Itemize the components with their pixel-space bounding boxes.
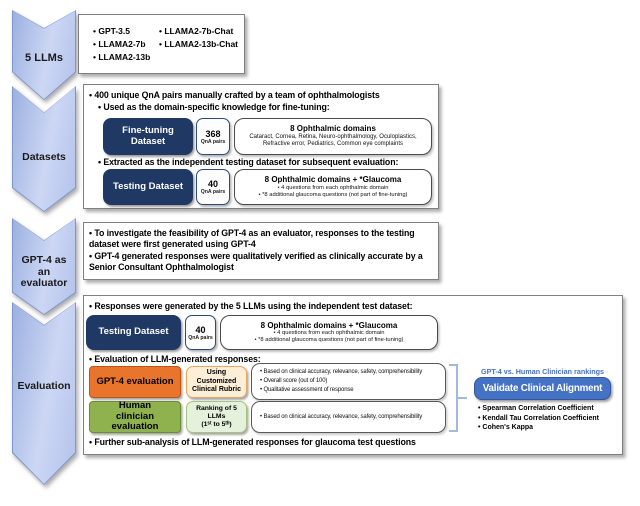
- alignment-metric: Kendall Tau Correlation Coefficient: [478, 414, 599, 424]
- testing-count-pill: 40 QnA pairs: [185, 315, 216, 350]
- qna-unit: QnA pairs: [200, 189, 226, 195]
- testing-domains-box: 8 Ophthalmic domains + *Glaucoma 4 quest…: [234, 169, 432, 205]
- human-clinician-evaluation-tag: Human clinician evaluation: [89, 401, 181, 433]
- rubric-line-1: Using Customized: [196, 369, 237, 385]
- datasets-panel: 400 unique QnA pairs manually crafted by…: [83, 84, 439, 209]
- finetune-domains-box: 8 Ophthalmic domains Cataract, Cornea, R…: [234, 118, 432, 155]
- datasets-testing-bullet: Extracted as the independent testing dat…: [98, 157, 434, 168]
- domains-list: Cataract, Cornea, Retina, Neuro-ophthalm…: [249, 133, 417, 148]
- datasets-main-bullet: 400 unique QnA pairs manually crafted by…: [89, 90, 429, 101]
- stage-chevron-gpt4-evaluator: GPT-4 as an evaluator: [12, 218, 76, 315]
- subanalysis-bullet: Further sub-analysis of LLM-generated re…: [89, 437, 609, 448]
- bracket-icon: [449, 430, 458, 432]
- evaluation-panel: Responses were generated by the 5 LLMs u…: [83, 295, 623, 455]
- gpt4-criteria-box: Based on clinical accuracy, relevance, s…: [251, 363, 446, 400]
- stage-chevron-evaluation: Evaluation: [12, 302, 76, 485]
- llm-item: LLAMA2-13b: [93, 51, 150, 64]
- qna-count: 40: [195, 324, 206, 335]
- human-criteria-box: Based on clinical accuracy, relevance, s…: [251, 401, 446, 433]
- criteria-item: Qualitative assessment of response: [260, 386, 439, 395]
- evaluation-responses-bullet: Responses were generated by the 5 LLMs u…: [89, 301, 609, 312]
- stage-label-5-llms: 5 LLMs: [25, 52, 63, 64]
- criteria-item: Based on clinical accuracy, relevance, s…: [260, 413, 439, 422]
- qna-count: 40: [207, 179, 218, 189]
- llm-item: LLAMA2-13b-Chat: [159, 38, 238, 51]
- testing-dataset-pill: Testing Dataset: [86, 315, 181, 350]
- domains-detail: *8 additional glaucoma questions (not pa…: [255, 337, 403, 344]
- domains-title: 8 Ophthalmic domains: [290, 124, 376, 134]
- stage-chevron-datasets: Datasets: [12, 86, 76, 212]
- clinical-rubric-tag: Using Customized Clinical Rubric: [186, 366, 247, 398]
- domains-detail: 4 questions from each ophthalmic domain: [278, 185, 388, 192]
- ranking-line-2: (1ˢᵗ to 5ᵗʰ): [201, 421, 232, 429]
- qna-unit: QnA pairs: [188, 334, 213, 341]
- criteria-item: Based on clinical accuracy, relevance, s…: [260, 368, 439, 377]
- evaluation-of-responses-bullet: Evaluation of LLM-generated responses:: [89, 354, 489, 365]
- fine-tuning-dataset-pill: Fine-tuning Dataset: [103, 118, 193, 155]
- stage-label-evaluation: Evaluation: [17, 380, 71, 392]
- rubric-line-2: Clinical Rubric: [191, 386, 241, 394]
- bracket-icon: [456, 397, 467, 399]
- domains-title: 8 Ophthalmic domains + *Glaucoma: [264, 175, 402, 185]
- alignment-metric: Spearman Correlation Coefficient: [478, 404, 593, 414]
- gpt4-evaluator-bullet-2: GPT-4 generated responses were qualitati…: [89, 251, 431, 273]
- ranking-tag: Ranking of 5 LLMs (1ˢᵗ to 5ᵗʰ): [186, 401, 247, 433]
- gpt4-evaluation-tag: GPT-4 evaluation: [89, 366, 181, 398]
- testing-dataset-pill: Testing Dataset: [103, 169, 193, 205]
- llm-item: GPT-3.5: [93, 25, 130, 38]
- validate-clinical-alignment-badge: Validate Clinical Alignment: [474, 377, 611, 400]
- criteria-item: Overall score (out of 100): [260, 377, 439, 386]
- ranking-line-1: Ranking of 5 LLMs: [196, 404, 237, 420]
- testing-domains-box: 8 Ophthalmic domains + *Glaucoma 4 quest…: [220, 315, 438, 350]
- gpt4-evaluator-bullet-1: To investigate the feasibility of GPT-4 …: [89, 228, 431, 250]
- domains-detail: *8 additional glaucoma questions (not pa…: [259, 192, 407, 199]
- bracket-icon: [449, 364, 458, 366]
- llms-panel: GPT-3.5 LLAMA2-7b LLAMA2-13b LLAMA2-7b-C…: [78, 14, 245, 74]
- finetune-count-pill: 368 QnA pairs: [196, 118, 230, 155]
- gpt4-evaluator-panel: To investigate the feasibility of GPT-4 …: [83, 222, 439, 280]
- alignment-metric: Cohen's Kappa: [478, 423, 533, 433]
- stage-label-datasets: Datasets: [22, 151, 66, 163]
- llm-item: LLAMA2-7b-Chat: [159, 25, 233, 38]
- qna-unit: QnA pairs: [200, 138, 226, 145]
- stage-label-gpt4-evaluator: GPT-4 as an evaluator: [20, 254, 68, 289]
- llm-item: LLAMA2-7b: [93, 38, 145, 51]
- alignment-heading: GPT-4 vs. Human Clinician rankings: [480, 367, 605, 376]
- testing-count-pill: 40 QnA pairs: [196, 169, 230, 205]
- stage-chevron-5-llms: 5 LLMs: [12, 10, 76, 100]
- domains-title: 8 Ophthalmic domains + *Glaucoma: [260, 320, 398, 330]
- domains-detail: 4 questions from each ophthalmic domain: [274, 330, 384, 337]
- datasets-finetune-bullet: Used as the domain-specific knowledge fo…: [98, 102, 428, 113]
- qna-count: 368: [205, 128, 221, 139]
